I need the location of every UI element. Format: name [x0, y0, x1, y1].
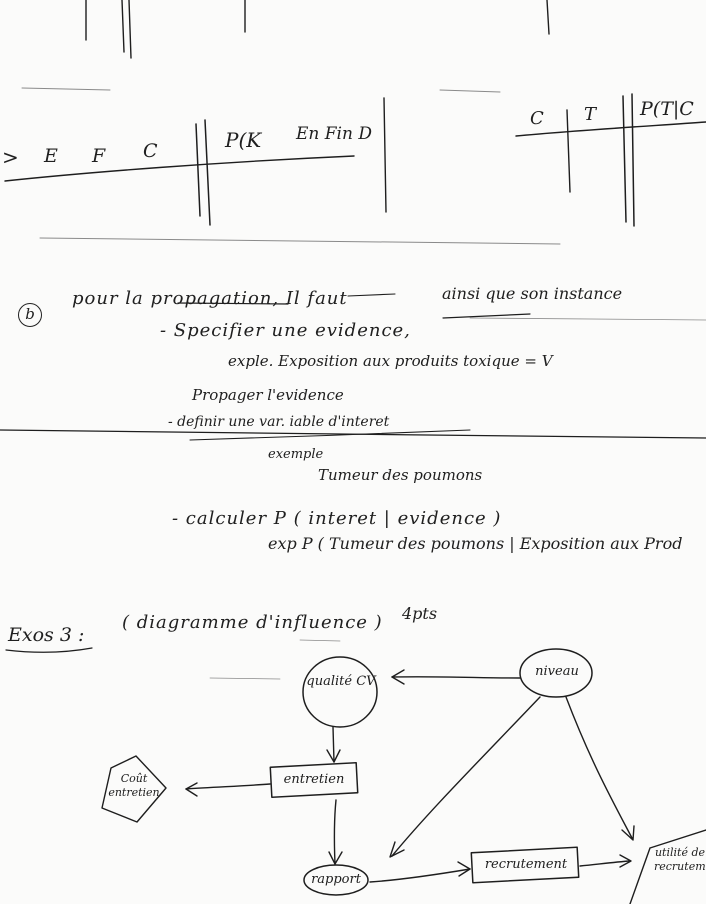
table-cell: F — [92, 145, 106, 167]
node-niveau: niveau — [535, 664, 579, 679]
table-cell: C — [143, 140, 158, 162]
table-cell: En Fin D — [296, 124, 372, 144]
struck-text: ainsi que son instance — [442, 284, 623, 303]
table-cell: P(K — [225, 128, 262, 152]
table-cell: > — [2, 145, 19, 169]
list-item: - calculer P ( interet | evidence ) — [172, 508, 502, 529]
node-cout-entretien: Coût entretien — [108, 772, 160, 799]
left-table-rule — [4, 155, 355, 182]
node-qualite: qualité CV — [306, 674, 376, 689]
node-entretien: entretien — [283, 772, 345, 787]
exercise-points: 4pts — [402, 604, 438, 623]
node-utilite-recrutement: utilité de recrutement — [654, 846, 706, 873]
exercise-subtitle: ( diagramme d'influence ) — [122, 612, 383, 633]
list-item: - definir une var. iable d'interet — [168, 414, 390, 430]
node-rapport: rapport — [311, 872, 361, 887]
table-cell: E — [44, 145, 58, 167]
node-utilite-shape — [629, 829, 706, 904]
node-recrutement: recrutement — [484, 857, 568, 872]
table-cell: C — [530, 108, 544, 129]
node-entretien-shape — [269, 762, 359, 798]
list-item: Propager l'evidence — [192, 386, 344, 404]
list-item: Tumeur des poumons — [318, 466, 483, 484]
table-cell: P(T|C — [640, 98, 694, 120]
list-item: exp P ( Tumeur des poumons | Exposition … — [268, 534, 683, 553]
node-recrutement-shape — [470, 846, 580, 884]
section-heading: pour la propagation, Il faut — [72, 288, 348, 309]
list-item: - Specifier une evidence, — [160, 320, 411, 341]
right-table-rule — [515, 121, 706, 137]
exercise-label: Exos 3 : — [8, 624, 85, 646]
node-qualite-shape — [302, 656, 378, 728]
section-marker: b — [18, 303, 42, 327]
table-cell: T — [584, 104, 597, 125]
node-cout-shape — [101, 755, 167, 823]
list-item: exemple — [268, 447, 324, 462]
node-niveau-shape — [519, 648, 593, 698]
node-rapport-shape — [303, 864, 369, 896]
list-item: exple. Exposition aux produits toxique =… — [228, 352, 553, 370]
